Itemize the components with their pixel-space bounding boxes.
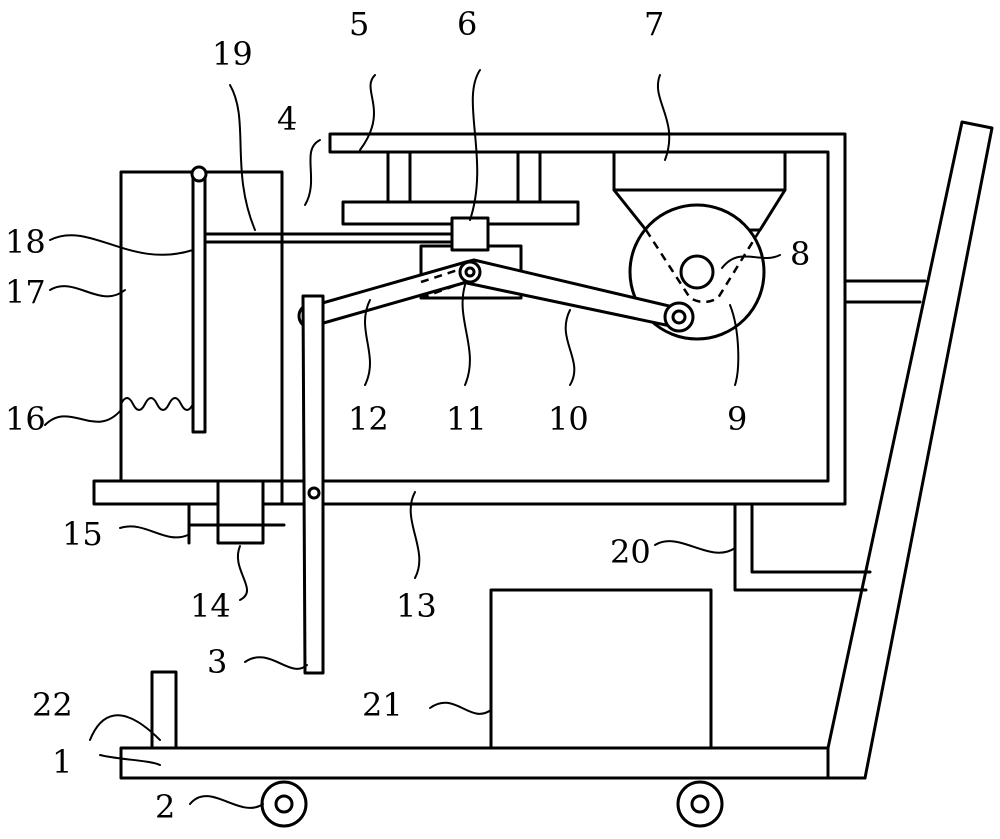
label-14: 14	[190, 587, 231, 625]
label-11: 11	[446, 400, 487, 438]
label-1: 1	[52, 743, 72, 781]
wheel-right	[676, 780, 724, 828]
support-right	[516, 150, 542, 204]
shaft-8	[679, 254, 715, 290]
lever-pivot	[307, 486, 321, 500]
label-10: 10	[548, 400, 589, 438]
rod-19	[203, 232, 454, 244]
label-6: 6	[457, 5, 477, 43]
pin-11	[458, 260, 482, 284]
label-8: 8	[790, 235, 810, 273]
box-21	[489, 588, 713, 750]
label-3: 3	[207, 643, 227, 681]
label-21: 21	[362, 686, 403, 724]
pin-10-end	[663, 301, 695, 333]
scraper-18	[191, 174, 207, 434]
lever-3	[301, 294, 325, 675]
handle-frame	[826, 120, 994, 780]
wave-16	[120, 397, 194, 411]
frame-connector	[843, 279, 927, 304]
label-22: 22	[32, 686, 73, 724]
label-12: 12	[348, 400, 389, 438]
label-7: 7	[644, 5, 664, 43]
label-13: 13	[396, 587, 437, 625]
label-2: 2	[155, 788, 175, 826]
label-17: 17	[5, 273, 46, 311]
label-18: 18	[5, 223, 46, 261]
label-16: 16	[5, 400, 46, 438]
support-left	[386, 150, 412, 204]
label-20: 20	[610, 533, 651, 571]
bracket-6	[450, 216, 490, 252]
label-15: 15	[62, 515, 103, 553]
label-4: 4	[277, 100, 297, 138]
wheel-left	[260, 780, 308, 828]
label-9: 9	[727, 400, 747, 438]
leader-lines	[44, 69, 781, 809]
scraper-pin	[190, 165, 208, 183]
label-19: 19	[212, 35, 253, 73]
pipe-20	[733, 502, 872, 592]
outlet-14	[216, 479, 265, 545]
label-5: 5	[349, 5, 369, 43]
base-plate	[119, 746, 867, 780]
valve-15	[187, 504, 286, 545]
